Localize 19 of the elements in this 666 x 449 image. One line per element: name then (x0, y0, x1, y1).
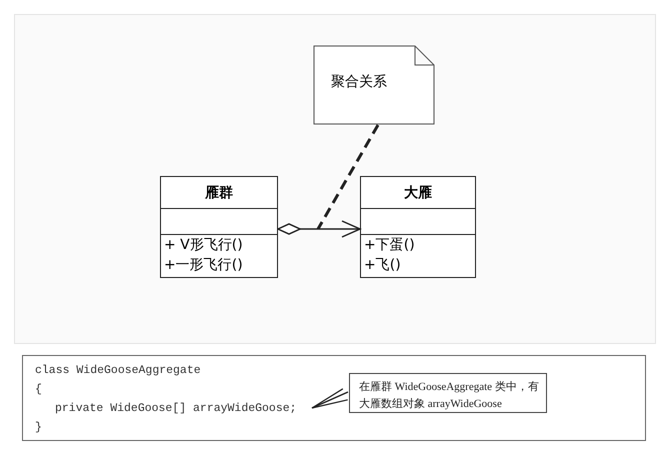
method-text: +一形飞行() (164, 256, 243, 274)
class-box (160, 176, 278, 278)
callout-text: 在雁群 WideGooseAggregate 类中，有大雁数组对象 arrayWideGoose (359, 380, 539, 412)
code-line: private WideGoose[] arrayWideGoose; (55, 402, 297, 415)
code-line: } (35, 421, 42, 434)
callout-box (349, 373, 547, 413)
aggregation-arrow (277, 220, 361, 238)
note-text: 聚合关系 (331, 73, 387, 91)
class-name: 雁群 (205, 184, 233, 202)
method-text: +飞() (364, 256, 401, 274)
class-box (360, 176, 476, 278)
method-text: +下蛋() (364, 236, 415, 254)
class-name: 大雁 (404, 184, 432, 202)
code-line: { (35, 383, 42, 396)
method-text: + V形飞行() (164, 236, 243, 254)
code-line: class WideGooseAggregate (35, 364, 201, 377)
code-box (22, 355, 646, 441)
leader-line (316, 124, 380, 230)
arrow (311, 388, 348, 409)
